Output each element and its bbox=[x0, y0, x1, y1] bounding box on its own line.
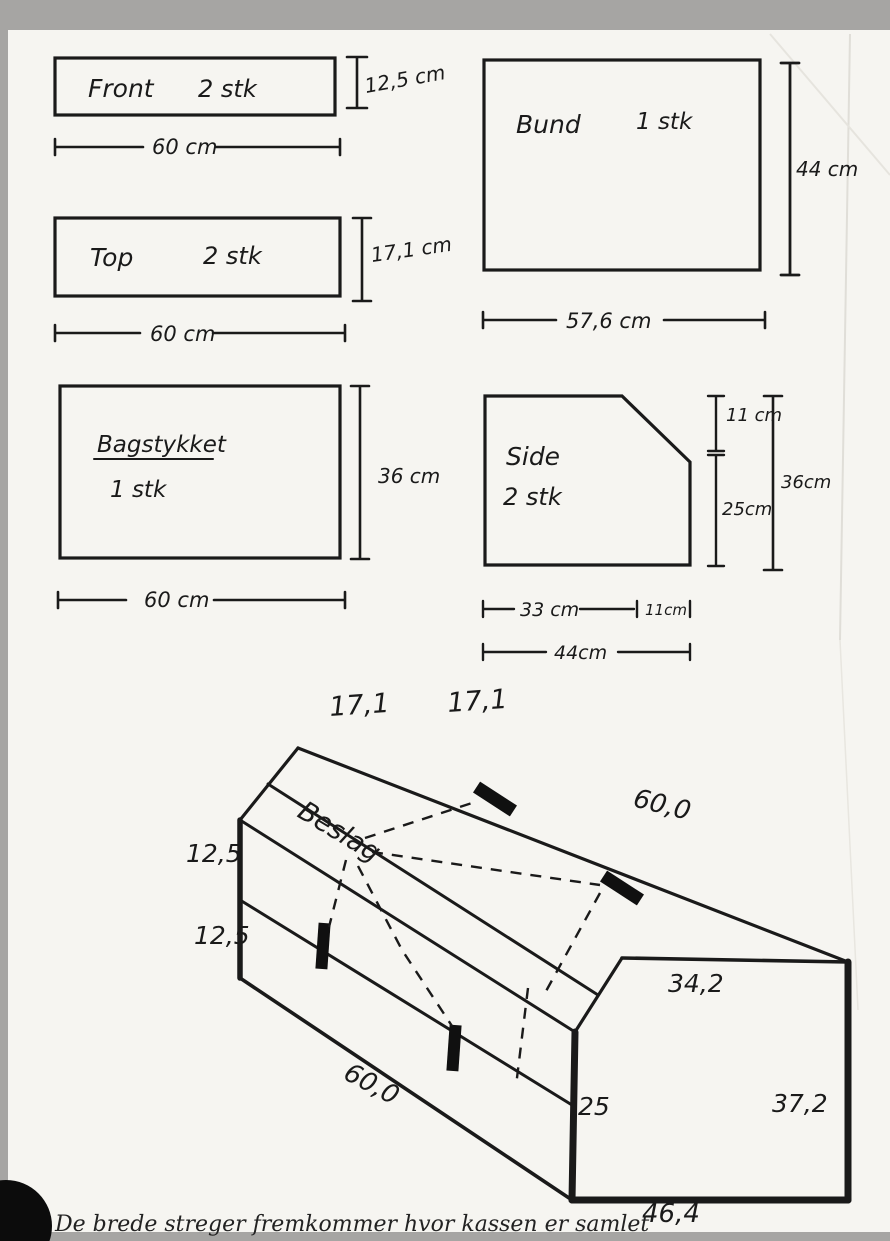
box-end-chamfer-edge bbox=[573, 956, 624, 1034]
box-front-bottom-edge bbox=[238, 976, 574, 1202]
bund-height-dimension: 44 cm bbox=[779, 61, 858, 277]
bagstykket-outline bbox=[58, 384, 342, 560]
dim-line bbox=[706, 394, 726, 453]
side-label: Side bbox=[506, 442, 560, 471]
paper-crease bbox=[769, 33, 890, 176]
side-qty: 2 stk bbox=[503, 483, 563, 511]
box-end-top-edge bbox=[620, 956, 850, 964]
dim-line bbox=[762, 394, 784, 572]
bund-width-dimension: 57,6 cm bbox=[481, 309, 767, 333]
dim-line bbox=[481, 599, 692, 619]
bund-label: Bund bbox=[516, 110, 581, 139]
dim-line bbox=[349, 384, 371, 561]
box-end-left-edge bbox=[568, 1028, 579, 1204]
box-front-top-edge bbox=[238, 818, 577, 1034]
beslag-leader-lines bbox=[327, 801, 602, 1087]
box-lid-ridge-line bbox=[266, 782, 600, 997]
bagstykket-label: Bagstykket bbox=[97, 432, 227, 458]
front-label: Front bbox=[88, 74, 155, 103]
assembly-end-back-value: 37,2 bbox=[772, 1089, 828, 1118]
paper-crease bbox=[839, 639, 859, 1011]
box-left-chamfer-edge bbox=[238, 746, 300, 822]
top-qty: 2 stk bbox=[203, 242, 263, 270]
assembly-front1-value: 12,5 bbox=[186, 839, 242, 868]
top-width-dimension: 60 cm bbox=[53, 322, 347, 346]
side-height-value: 36cm bbox=[781, 472, 831, 493]
bund-width-value: 57,6 cm bbox=[566, 309, 651, 333]
fittings bbox=[315, 781, 644, 1072]
top-label: Top bbox=[90, 243, 133, 272]
assembly-front2-value: 12,5 bbox=[194, 921, 250, 950]
paper-crease bbox=[839, 33, 851, 641]
bagstykket-width-value: 60 cm bbox=[144, 588, 209, 612]
bagstykket-width-dimension: 60 cm bbox=[56, 588, 347, 612]
bagstykket-height-dimension: 36 cm bbox=[349, 384, 440, 561]
front-width-dimension: 60 cm bbox=[53, 135, 342, 159]
clasp-fitting bbox=[315, 922, 331, 970]
side-width-total-dimension: 44cm bbox=[481, 642, 692, 664]
front-qty: 2 stk bbox=[198, 75, 258, 103]
dim-line bbox=[345, 55, 369, 110]
assembly-end-front-value: 25 bbox=[578, 1092, 610, 1121]
dim-line bbox=[56, 590, 347, 610]
bund-height-value: 44 cm bbox=[796, 157, 858, 181]
bund-qty: 1 stk bbox=[636, 109, 694, 135]
top-outline bbox=[53, 216, 342, 298]
bund-outline bbox=[482, 58, 762, 272]
assembly-top2-value: 17,1 bbox=[446, 684, 508, 719]
side-width1-dimension: 33 cm 11cm bbox=[481, 599, 692, 621]
caption: De brede streger fremkommer hvor kassen … bbox=[54, 1212, 649, 1237]
assembly-top1-value: 17,1 bbox=[328, 688, 390, 723]
part-side: Side 2 stk 11 cm 25cm 36cm 33 cm 11cm 44… bbox=[481, 394, 831, 664]
dim-line bbox=[53, 137, 342, 157]
clasp-fitting bbox=[446, 1024, 462, 1072]
paper-sheet bbox=[8, 30, 890, 1232]
assembly-end-top-value: 34,2 bbox=[668, 969, 724, 998]
leader-line bbox=[514, 987, 530, 1087]
side-front-value: 25cm bbox=[722, 499, 772, 520]
side-chamfer-dimension: 11 cm bbox=[706, 394, 782, 453]
side-width1-value: 33 cm bbox=[520, 599, 579, 621]
side-front-dimension: 25cm bbox=[706, 453, 772, 568]
dim-line bbox=[706, 453, 726, 568]
caption-text: De brede streger fremkommer hvor kassen … bbox=[54, 1212, 649, 1237]
side-width2-value: 11cm bbox=[645, 601, 687, 619]
side-chamfer-value: 11 cm bbox=[726, 405, 782, 426]
front-outline bbox=[53, 56, 337, 117]
dim-line bbox=[779, 61, 801, 277]
dim-line bbox=[53, 323, 347, 343]
dim-line bbox=[481, 310, 767, 330]
bagstykket-qty: 1 stk bbox=[110, 477, 168, 503]
side-outline bbox=[483, 394, 692, 567]
hinge-fitting bbox=[473, 781, 517, 817]
hinge-fitting bbox=[600, 870, 644, 906]
box-back-top-edge bbox=[296, 746, 850, 964]
side-height-dimension: 36cm bbox=[762, 394, 831, 572]
bagstykket-height-value: 36 cm bbox=[378, 464, 440, 488]
dim-line bbox=[481, 642, 692, 662]
assembly-sketch: 17,1 17,1 60,0 Beslag 12,5 12,5 34,2 25 … bbox=[186, 684, 852, 1229]
scan-corner-blob bbox=[0, 1180, 52, 1241]
part-bund: Bund 1 stk 44 cm 57,6 cm bbox=[481, 58, 858, 333]
front-width-value: 60 cm bbox=[152, 135, 217, 159]
dim-line bbox=[351, 216, 373, 303]
top-width-value: 60 cm bbox=[150, 322, 215, 346]
part-bagstykket: Bagstykket 1 stk 36 cm 60 cm bbox=[56, 384, 440, 612]
assembly-end-bottom-value: 46,4 bbox=[642, 1199, 700, 1229]
side-width-total-value: 44cm bbox=[554, 642, 607, 664]
